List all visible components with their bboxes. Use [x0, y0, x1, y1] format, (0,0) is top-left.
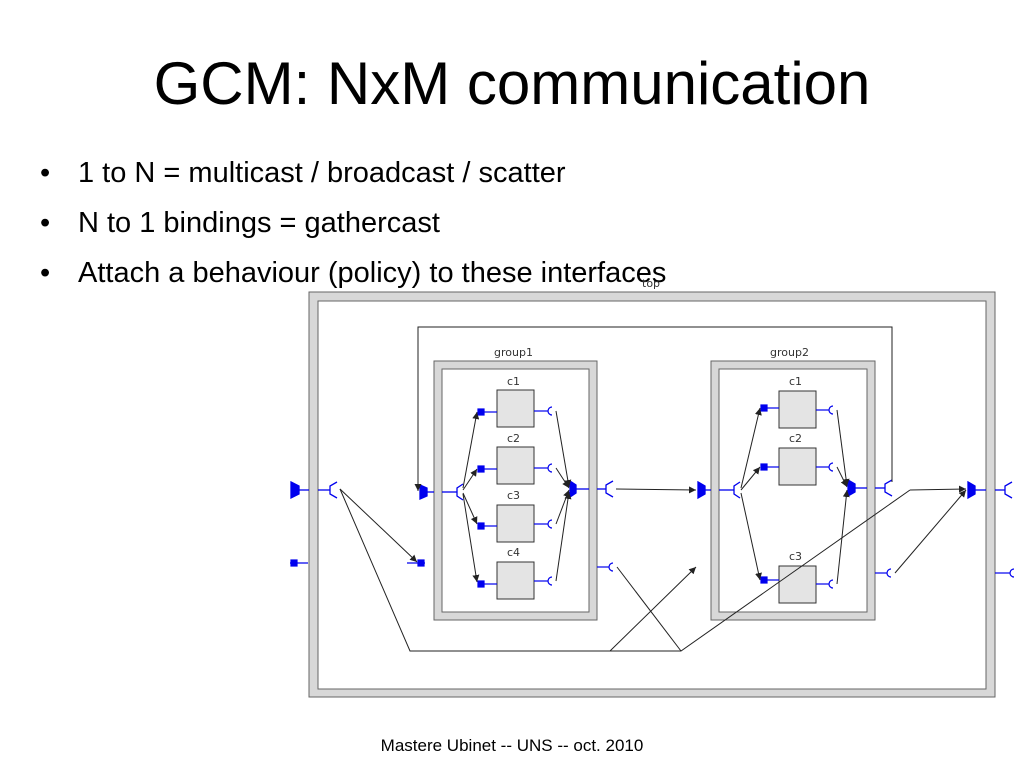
component-label: c1: [507, 375, 520, 388]
slide-title: GCM: NxM communication: [153, 50, 871, 117]
group1-c1: c1: [496, 375, 535, 428]
bullet-marker: •: [40, 207, 51, 239]
group2-c3: c3: [778, 550, 817, 604]
group2-label: group2: [770, 346, 809, 359]
bullet-text: 1 to N = multicast / broadcast / scatter: [78, 157, 566, 189]
component-label: c2: [789, 432, 802, 445]
client-interfaces: [534, 405, 1015, 589]
slide-footer: Mastere Ubinet -- UNS -- oct. 2010: [380, 736, 644, 755]
bullet-text: Attach a behaviour (policy) to these int…: [78, 257, 667, 289]
component-label: c4: [507, 546, 520, 559]
bullet-list: • 1 to N = multicast / broadcast / scatte…: [40, 148, 666, 298]
group2-c2: c2: [778, 432, 817, 486]
collective-interfaces: [290, 478, 1013, 501]
group1-c4: c4: [496, 546, 535, 600]
component-label: c3: [507, 489, 520, 502]
group1-label: group1: [494, 346, 533, 359]
bullet-item: • 1 to N = multicast / broadcast / scatte…: [40, 148, 666, 198]
group1-c2: c2: [496, 432, 535, 485]
bullet-marker: •: [40, 157, 51, 189]
bullet-item: • Attach a behaviour (policy) to these in…: [40, 248, 666, 298]
bullet-text: N to 1 bindings = gathercast: [78, 207, 440, 239]
bindings: [339, 326, 967, 652]
top-label: top: [642, 277, 660, 290]
component-label: c3: [789, 550, 802, 563]
component-label: c1: [789, 375, 802, 388]
bullet-item: • N to 1 bindings = gathercast: [40, 198, 666, 248]
component-label: c2: [507, 432, 520, 445]
group2-c1: c1: [778, 375, 817, 429]
bullet-marker: •: [40, 257, 51, 289]
group1-c3: c3: [496, 489, 535, 543]
